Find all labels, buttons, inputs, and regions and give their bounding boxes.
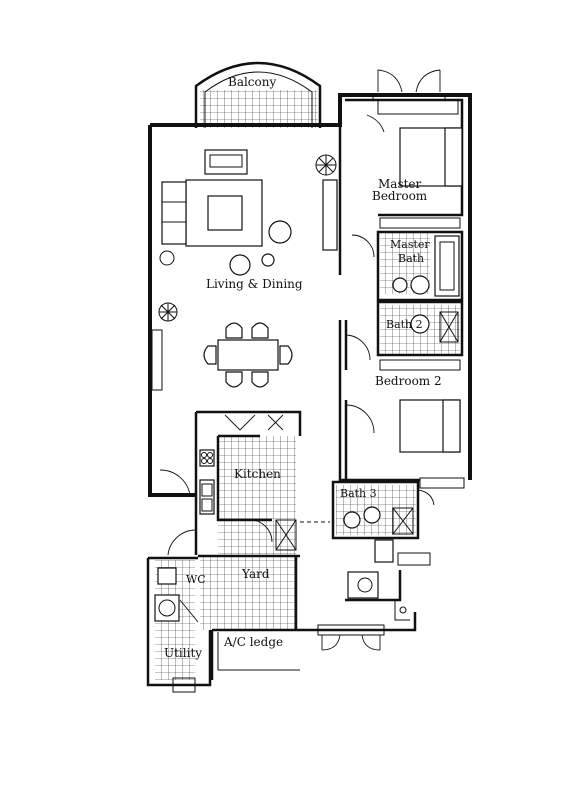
label-master-bath-1: Master [390, 238, 430, 251]
living-dining-room [151, 149, 338, 496]
label-bath-2: Bath 2 [386, 318, 423, 331]
label-master-bedroom-1: Master [378, 177, 422, 191]
bath-2 [376, 300, 464, 357]
label-master-bath-2: Bath [398, 252, 424, 265]
master-bath [376, 230, 464, 302]
label-living-dining: Living & Dining [206, 277, 303, 291]
label-ac-ledge: A/C ledge [223, 635, 283, 649]
label-bedroom-2: Bedroom 2 [375, 374, 442, 388]
bath-3 [331, 477, 465, 540]
label-balcony: Balcony [228, 75, 276, 89]
bedroom-2 [344, 320, 461, 480]
service-shaft [345, 539, 431, 621]
utility [146, 556, 212, 693]
label-bath-3: Bath 3 [340, 487, 377, 500]
sofa [161, 181, 187, 245]
dining-table [217, 339, 279, 371]
kitchen [194, 410, 302, 556]
sideboard [322, 179, 338, 251]
outer-walls [148, 93, 472, 497]
yard [167, 521, 330, 630]
bathtub [434, 235, 460, 297]
master-bedroom [345, 69, 464, 258]
label-kitchen: Kitchen [234, 467, 281, 481]
label-master-bedroom-2: Bedroom [372, 189, 428, 203]
label-yard: Yard [241, 567, 270, 581]
kitchen-sink [199, 479, 215, 515]
label-utility: Utility [164, 646, 202, 660]
armchair [204, 149, 248, 175]
ac-ledge [210, 612, 417, 680]
balcony-area [194, 61, 322, 128]
label-wc: WC [186, 573, 206, 586]
